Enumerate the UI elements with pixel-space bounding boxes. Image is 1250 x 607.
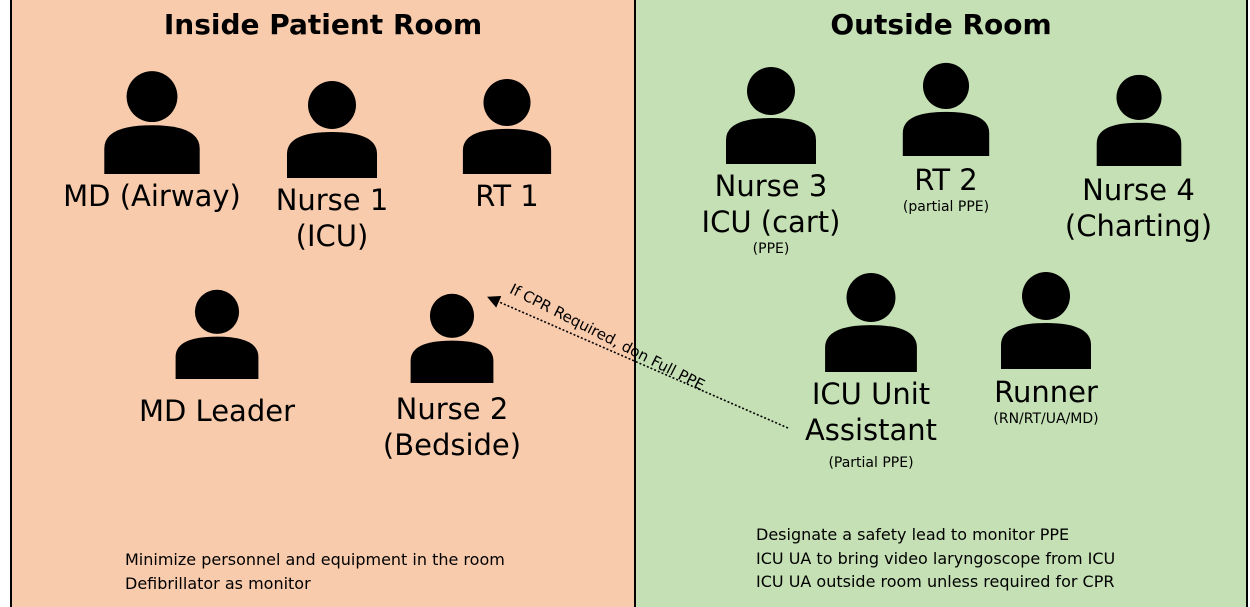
role-label: Nurse 4 (Charting) [1064, 173, 1213, 243]
role-rt-1: RT 1 [447, 76, 567, 214]
note-line: Minimize personnel and equipment in the … [125, 550, 505, 569]
role-sub: (PPE) [752, 241, 790, 257]
role-label: Nurse 3 ICU (cart) [701, 169, 841, 239]
role-nurse-1: Nurse 1 (ICU) [262, 78, 402, 254]
note-line: Designate a safety lead to monitor PPE [756, 525, 1070, 544]
role-sub: (RN/RT/UA/MD) [993, 411, 1099, 427]
person-silhouette-icon [462, 78, 552, 174]
person-silhouette-icon [104, 71, 200, 174]
note-line: Defibrillator as monitor [125, 573, 311, 593]
inside-room-title: Inside Patient Room [163, 8, 483, 41]
inside-notes: Minimize personnel and equipment in the … [125, 548, 505, 595]
role-label: Nurse 1 (ICU) [275, 183, 389, 253]
outside-room-panel: Outside Room Nurse 3 ICU (cart) (PPE) RT… [634, 0, 1248, 607]
person-silhouette-icon [825, 273, 917, 372]
outside-room-title: Outside Room [830, 8, 1052, 41]
person-silhouette-icon [287, 81, 377, 178]
note-line: ICU UA to bring video laryngoscope from … [756, 548, 1116, 568]
role-label: Runner [994, 375, 1098, 409]
role-label: RT 2 [914, 163, 978, 197]
role-nurse-2: Nurse 2 (Bedside) [372, 287, 532, 463]
person-silhouette-icon [1096, 74, 1181, 166]
role-md-airway: MD (Airway) [62, 68, 242, 214]
note-line: ICU UA outside room unless required for … [756, 572, 1115, 591]
role-sub: (Partial PPE) [828, 455, 914, 471]
inside-room-panel: Inside Patient Room MD (Airway) Nurse 1 … [10, 0, 636, 607]
role-label: MD (Airway) [63, 179, 241, 213]
role-runner: Runner (RN/RT/UA/MD) [971, 268, 1121, 428]
role-label: MD Leader [138, 394, 295, 428]
role-md-leader: MD Leader [132, 287, 302, 429]
outside-notes: Designate a safety lead to monitor PPE I… [756, 523, 1115, 594]
person-silhouette-icon [175, 289, 259, 379]
person-silhouette-icon [410, 293, 494, 383]
person-silhouette-icon [902, 62, 990, 156]
person-silhouette-icon [1001, 272, 1091, 369]
role-label: Nurse 2 (Bedside) [382, 392, 522, 462]
role-label: RT 1 [475, 179, 539, 213]
role-nurse-4: Nurse 4 (Charting) [1056, 70, 1221, 244]
role-rt-2: RT 2 (partial PPE) [876, 58, 1016, 216]
role-icu-unit-assistant: ICU Unit Assistant (Partial PPE) [786, 270, 956, 472]
role-nurse-3: Nurse 3 ICU (cart) (PPE) [696, 64, 846, 258]
role-label: ICU Unit Assistant [804, 377, 938, 447]
person-silhouette-icon [726, 67, 816, 164]
role-sub: (partial PPE) [902, 199, 990, 215]
